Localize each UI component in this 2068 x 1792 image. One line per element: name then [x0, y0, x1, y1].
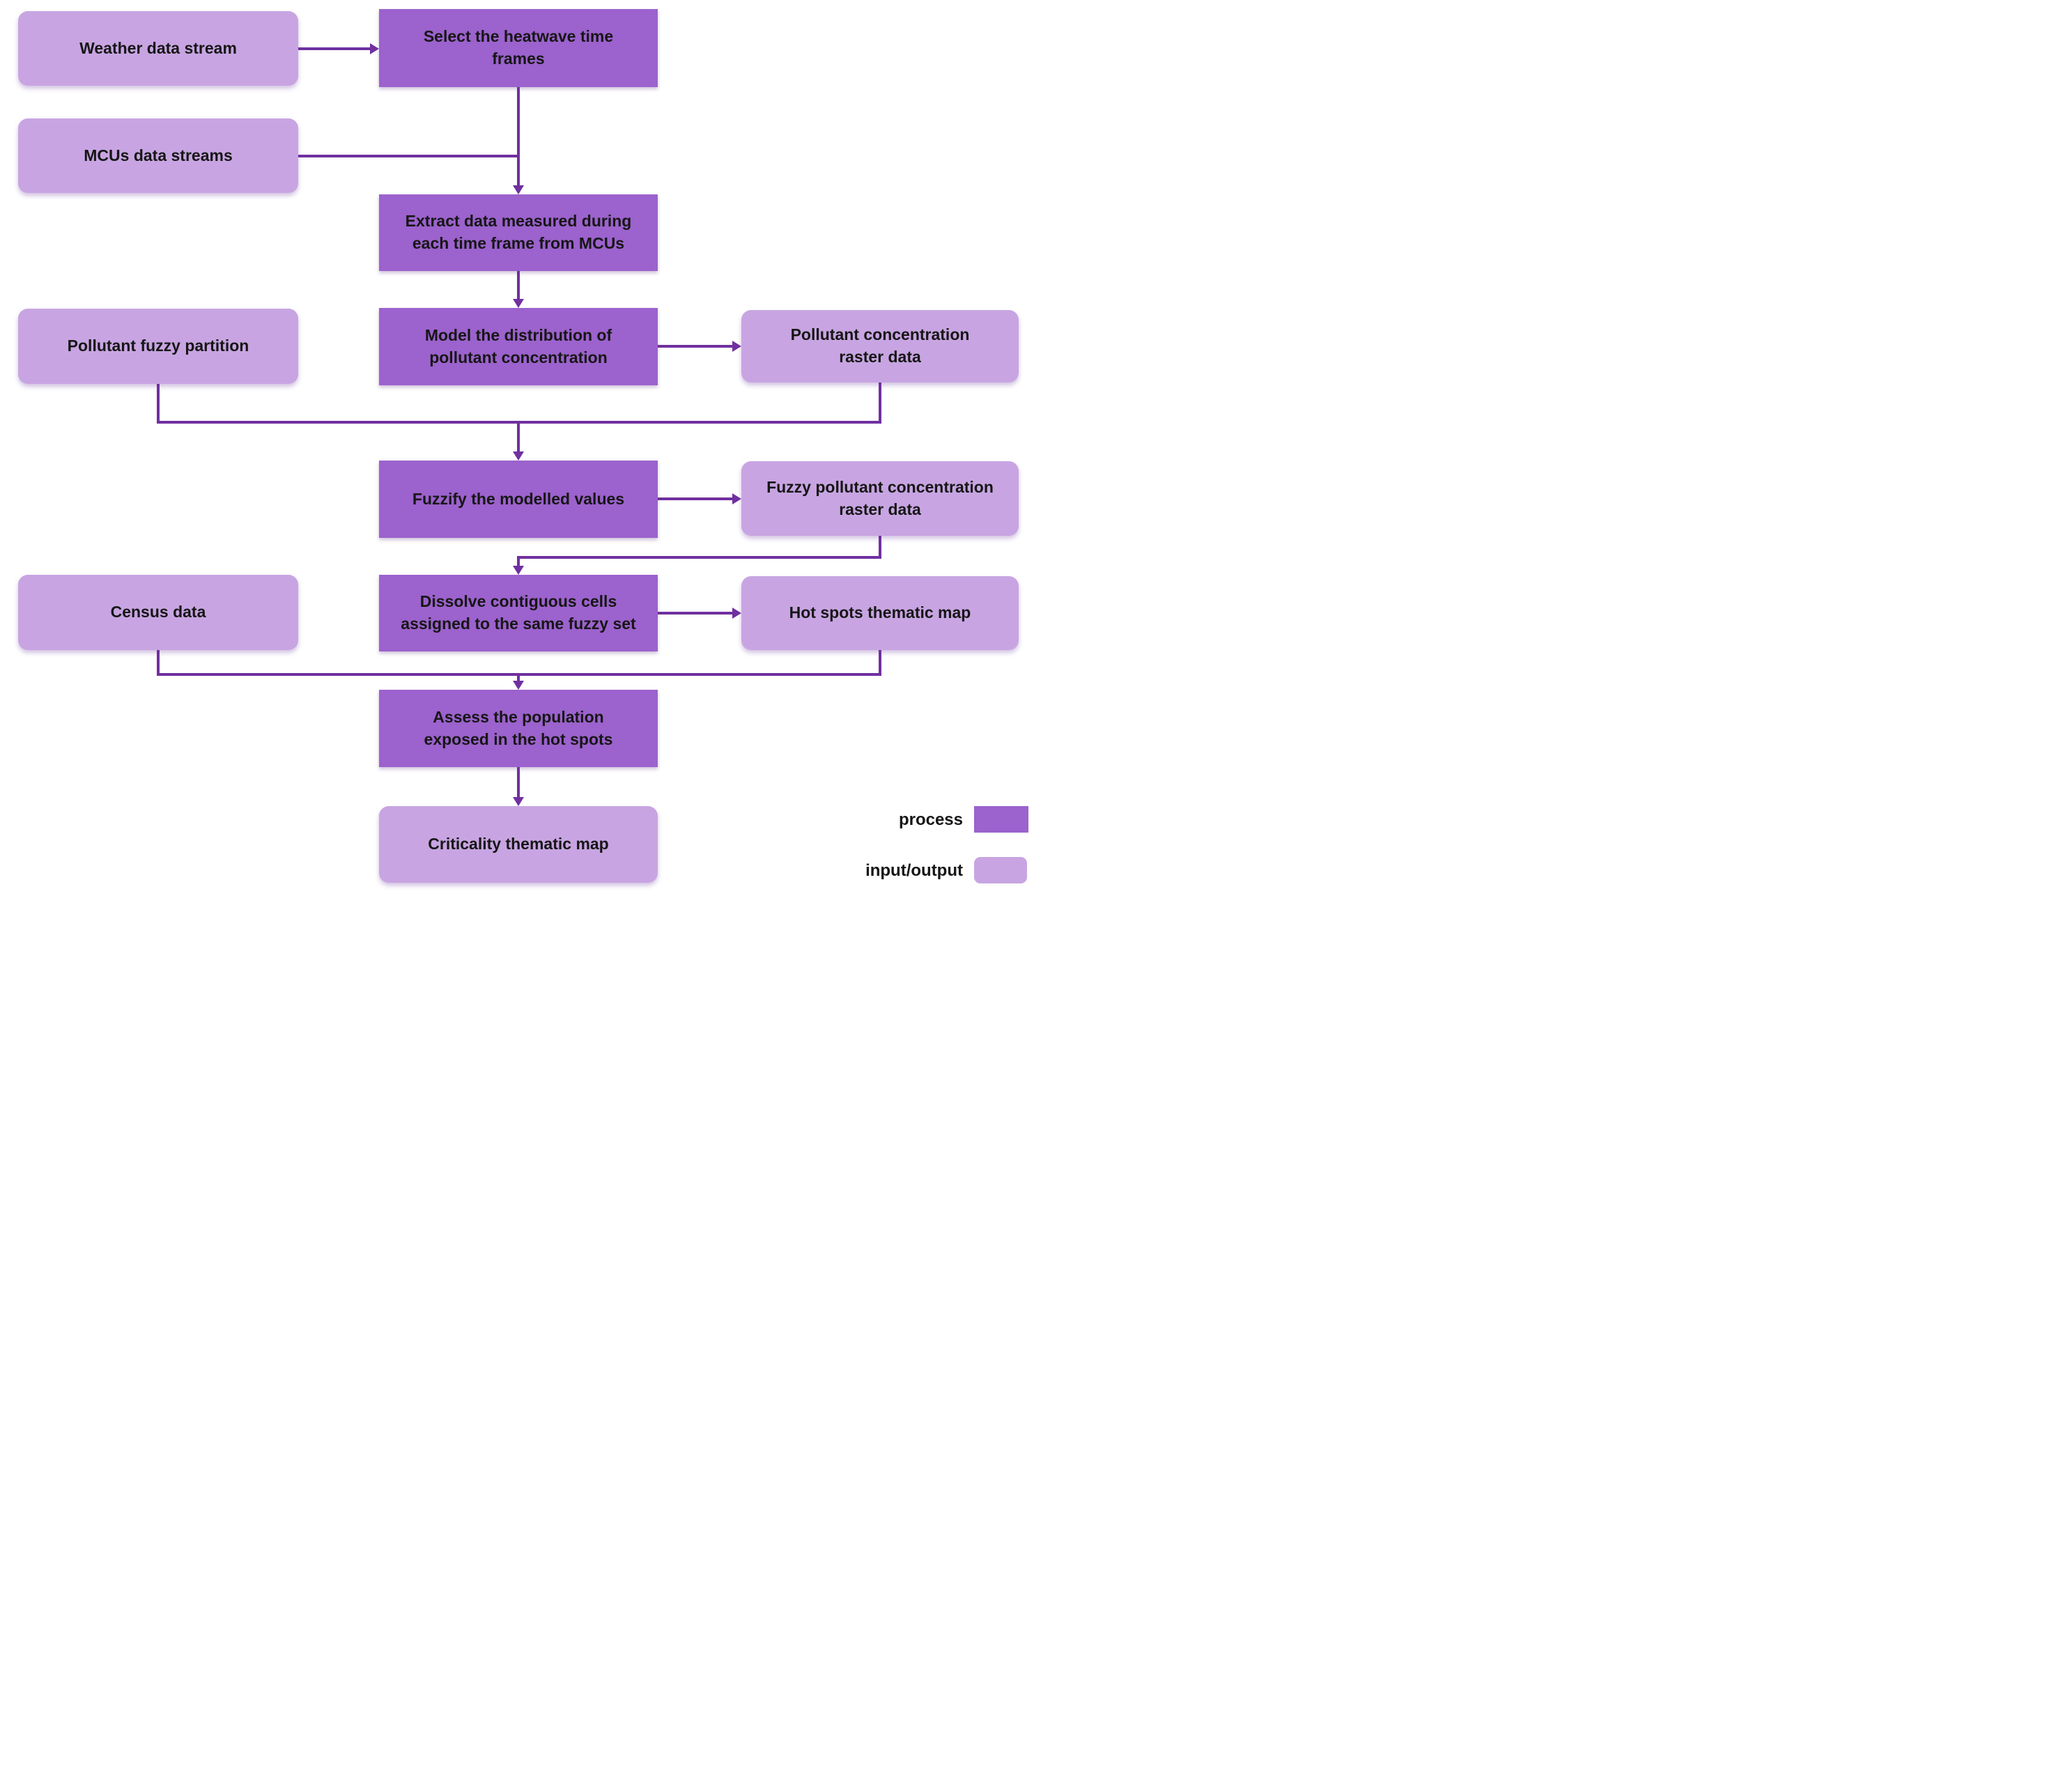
node-pollutant-concentration-raster-data: Pollutant concentration raster data: [741, 310, 1019, 383]
arrowhead-into-raster: [732, 341, 741, 352]
connector-model-to-raster: [658, 345, 732, 348]
connector-weather-to-select: [298, 47, 371, 50]
legend-process-label: process: [898, 810, 963, 829]
connector-dissolve-to-hot-spots: [658, 612, 732, 615]
connector-hot-spots-drop: [879, 650, 881, 676]
connector-partition-drop: [157, 384, 160, 424]
arrowhead-into-hot-spots: [732, 608, 741, 619]
connector-fuzzify-to-fuzzy-raster: [658, 497, 732, 500]
node-model-distribution: Model the distribution of pollutant conc…: [379, 308, 658, 385]
connector-merge-to-assess: [157, 673, 881, 676]
connector-assess-to-criticality: [517, 767, 520, 797]
node-hot-spots-thematic-map: Hot spots thematic map: [741, 576, 1019, 650]
flowchart: Weather data stream Select the heatwave …: [0, 0, 1034, 896]
connector-fuzzy-raster-drop: [879, 536, 881, 559]
node-pollutant-fuzzy-partition: Pollutant fuzzy partition: [18, 309, 298, 384]
connector-drop-into-dissolve: [517, 559, 520, 566]
connector-drop-into-assess: [517, 676, 520, 681]
node-dissolve-contiguous-cells: Dissolve contiguous cells assigned to th…: [379, 575, 658, 651]
node-weather-data-stream: Weather data stream: [18, 11, 298, 86]
legend-io-swatch: [974, 857, 1027, 883]
arrowhead-into-model: [513, 299, 524, 308]
node-criticality-thematic-map: Criticality thematic map: [379, 806, 658, 883]
arrowhead-into-assess: [513, 681, 524, 690]
arrowhead-into-dissolve: [513, 566, 524, 575]
connector-census-drop: [157, 650, 160, 676]
node-select-heatwave-time-frames: Select the heatwave time frames: [379, 9, 658, 87]
legend-io-label: input/output: [865, 861, 963, 880]
node-census-data: Census data: [18, 575, 298, 650]
arrowhead-into-fuzzy-raster: [732, 493, 741, 504]
connector-merge-to-fuzzify: [157, 421, 881, 424]
arrowhead-into-extract: [513, 185, 524, 194]
legend-process-swatch: [974, 806, 1028, 833]
connector-select-to-extract: [517, 87, 520, 186]
node-assess-population: Assess the population exposed in the hot…: [379, 690, 658, 767]
connector-fuzzy-raster-across: [517, 556, 881, 559]
arrowhead-into-criticality: [513, 797, 524, 806]
node-extract-data: Extract data measured during each time f…: [379, 194, 658, 271]
connector-extract-to-model: [517, 271, 520, 299]
node-fuzzify-modelled-values: Fuzzify the modelled values: [379, 461, 658, 538]
arrowhead-into-fuzzify: [513, 451, 524, 461]
node-fuzzy-pollutant-raster-data: Fuzzy pollutant concentration raster dat…: [741, 461, 1019, 536]
connector-drop-into-fuzzify: [517, 424, 520, 451]
node-mcus-data-streams: MCUs data streams: [18, 118, 298, 193]
connector-raster-drop: [879, 383, 881, 424]
arrowhead-weather-to-select: [370, 43, 379, 54]
connector-mcus-join: [298, 155, 520, 157]
